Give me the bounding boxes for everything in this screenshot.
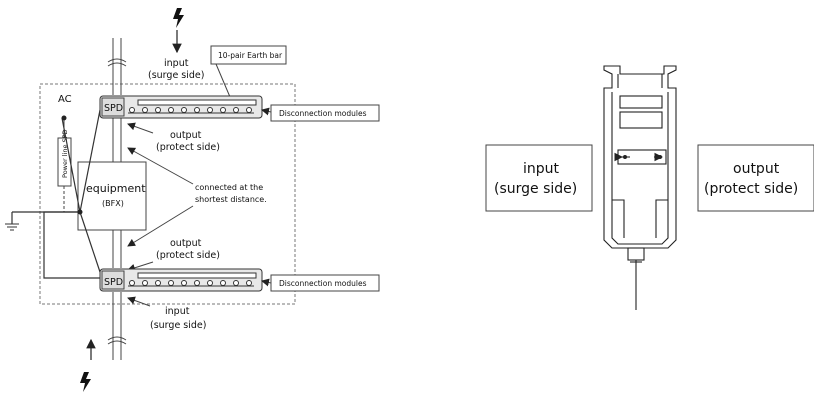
- connected-note-line1: connected at the: [195, 183, 263, 192]
- connected-note-line2: shortest distance.: [195, 195, 267, 204]
- top-input-label: input: [164, 58, 189, 69]
- equipment-sublabel: (BFX): [102, 199, 124, 208]
- top-input-sublabel: (surge side): [148, 70, 204, 81]
- arrow-left-dot: [623, 155, 627, 159]
- output-box-line2: (protect side): [704, 181, 798, 197]
- top-module-bar: SPD: [99, 95, 263, 119]
- output-top-label: output: [170, 130, 202, 141]
- ground-icon: [5, 223, 19, 231]
- output-top-sublabel: (protect side): [156, 142, 220, 153]
- module-device-icon: [603, 65, 677, 310]
- lightning-bottom-icon: [80, 338, 96, 392]
- ac-label: AC: [58, 94, 72, 105]
- bottom-input-label: input: [165, 306, 190, 317]
- ground-wiring: [11, 109, 101, 279]
- bottom-input-sublabel: (surge side): [150, 320, 206, 331]
- bottom-module-bar: SPD: [99, 268, 263, 292]
- equipment-label: equipment: [86, 182, 146, 195]
- disconnection-top-box: [270, 104, 380, 122]
- arrow-right-dot: [658, 155, 662, 159]
- output-bottom-sublabel: (protect side): [156, 250, 220, 261]
- lightning-top-icon: [172, 8, 184, 54]
- disconnection-bottom-label: Disconnection modules: [279, 279, 367, 288]
- disconnection-top-label: Disconnection modules: [279, 109, 367, 118]
- input-box-line1: input: [523, 161, 560, 177]
- earth-bar-label: 10-pair Earth bar: [218, 51, 283, 60]
- power-line-spd-label: Power line SPD: [61, 129, 69, 178]
- spd-top-label: SPD: [104, 103, 123, 114]
- input-box: [485, 144, 593, 212]
- ac-region: [39, 83, 296, 305]
- output-bottom-label: output: [170, 238, 202, 249]
- equipment-box: [77, 161, 147, 231]
- spd-bottom-label: SPD: [104, 277, 123, 288]
- output-box-line1: output: [733, 161, 780, 177]
- input-box-line2: (surge side): [494, 181, 577, 197]
- output-box: [697, 144, 814, 212]
- earth-bar-box: [210, 45, 287, 65]
